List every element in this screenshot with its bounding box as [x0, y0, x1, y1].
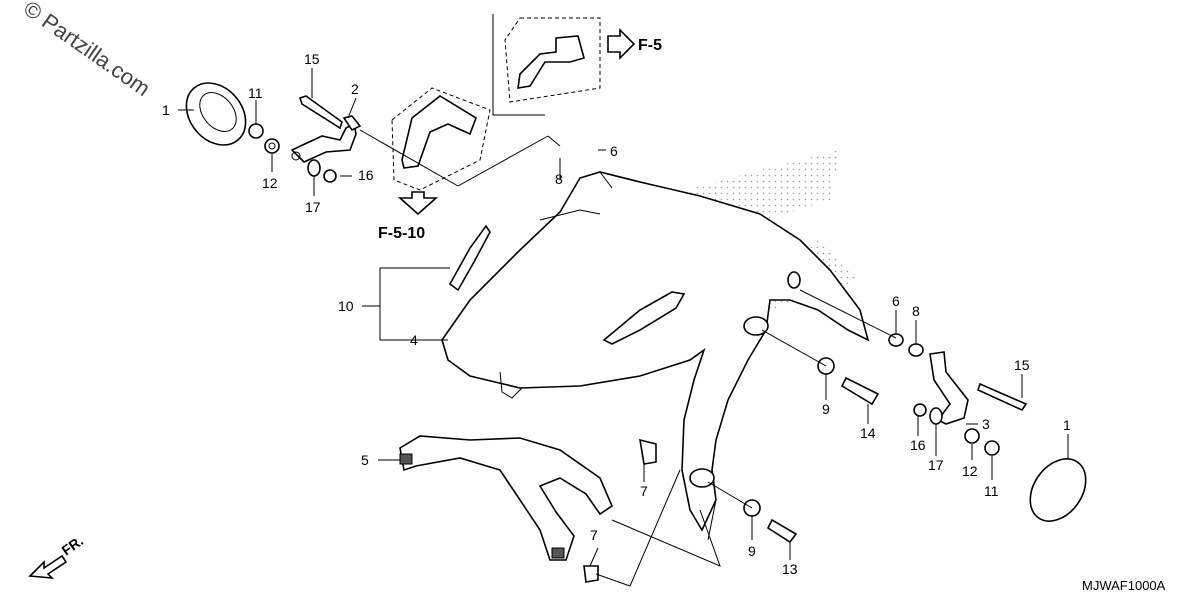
- callout-14: 14: [860, 425, 876, 441]
- callout-8-right: 8: [912, 303, 920, 319]
- callout-8-top: 8: [555, 171, 563, 187]
- arrow-down-icon: [397, 191, 439, 216]
- watermark-text: © Partzilla.com: [19, 0, 155, 101]
- callout-17-left: 17: [305, 199, 321, 215]
- callout-labels: 1 11 15 2 12 16 17 8 6 10 4 5 7 7 9 14 9…: [162, 51, 1071, 577]
- callout-11-right: 11: [984, 483, 999, 499]
- callout-5: 5: [361, 452, 369, 468]
- callout-9-mid: 9: [822, 401, 830, 417]
- callout-1-right: 1: [1063, 417, 1071, 433]
- callout-1-left: 1: [162, 102, 170, 118]
- callout-17-right: 17: [928, 457, 944, 473]
- arrow-right-icon: [607, 28, 636, 60]
- diagram-code: MJWAF1000A: [1082, 578, 1166, 593]
- callout-12-right: 12: [962, 463, 978, 479]
- callout-6-right: 6: [892, 293, 900, 309]
- callout-7-mid: 7: [640, 483, 648, 499]
- fender-stay: [399, 435, 613, 561]
- front-arrow-icon: [28, 554, 68, 579]
- callout-16-left: 16: [358, 167, 374, 183]
- callout-9-low: 9: [748, 543, 756, 559]
- callout-11-left: 11: [248, 85, 263, 101]
- front-label: FR.: [59, 532, 87, 558]
- callout-15-right: 15: [1014, 357, 1030, 373]
- callout-7-low: 7: [590, 527, 598, 543]
- leader-lines: [178, 68, 1069, 587]
- callout-3: 3: [982, 416, 990, 432]
- callout-13: 13: [782, 561, 798, 577]
- bracket-reference: F-5-10: [378, 225, 425, 242]
- top-inset: F-5: [492, 14, 662, 116]
- callout-16-right: 16: [910, 437, 926, 453]
- callout-10: 10: [338, 298, 354, 314]
- callout-15-left: 15: [304, 51, 320, 67]
- front-direction-indicator: FR.: [28, 532, 87, 579]
- callout-2: 2: [351, 81, 359, 97]
- inset-reference: F-5: [638, 37, 662, 54]
- callout-4: 4: [410, 332, 418, 348]
- callout-12-left: 12: [262, 175, 278, 191]
- left-bracket-inset: F-5-10: [378, 87, 491, 242]
- left-components: [185, 82, 362, 183]
- callout-6-top: 6: [610, 143, 618, 159]
